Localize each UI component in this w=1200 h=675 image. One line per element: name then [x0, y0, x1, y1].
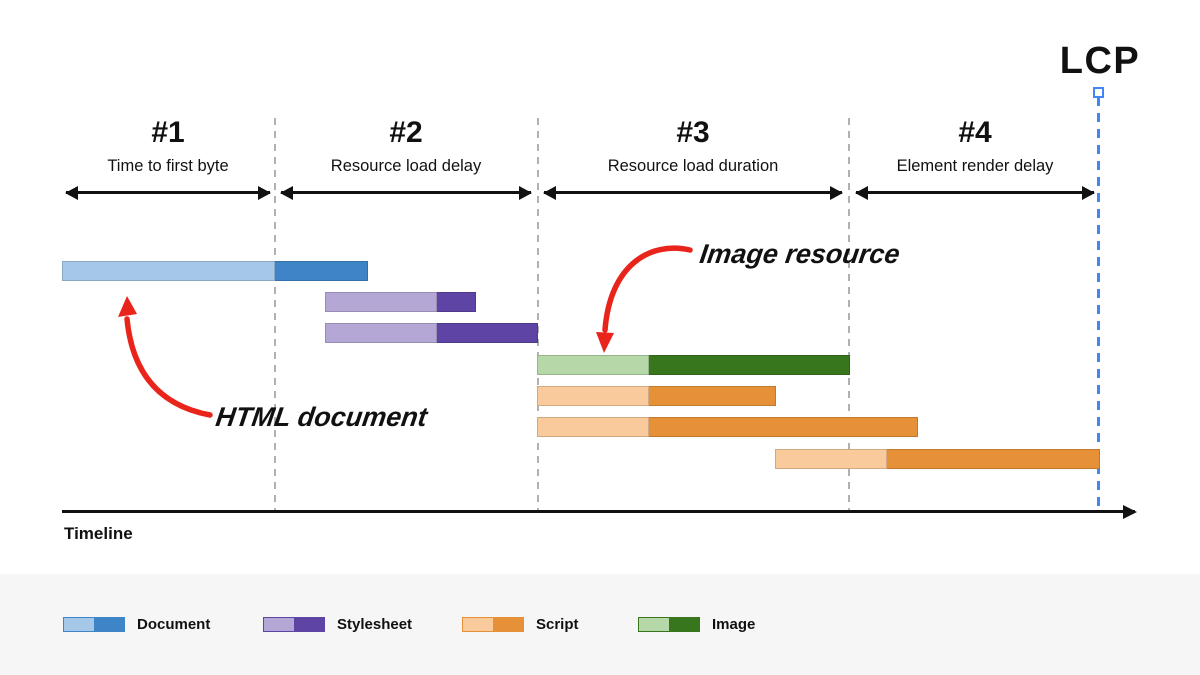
- stylesheet-swatch-icon: [263, 617, 325, 632]
- annotation-image-resource: Image resource: [697, 239, 902, 269]
- script-bar: [537, 386, 776, 406]
- legend-item-script: Script: [462, 616, 579, 633]
- phase-3-header: #3 Resource load duration: [543, 116, 843, 200]
- phase-4-span-arrow-icon: [855, 185, 1095, 200]
- legend-item-image: Image: [638, 616, 755, 633]
- legend-label-stylesheet: Stylesheet: [337, 616, 413, 633]
- phase-2-label: Resource load delay: [330, 157, 482, 175]
- legend-item-document: Document: [63, 616, 210, 633]
- annotation-html-document: HTML document: [213, 402, 430, 432]
- phase-2-span-arrow-icon: [280, 185, 532, 200]
- lcp-line: [1097, 97, 1100, 512]
- legend-band: [0, 574, 1200, 675]
- stylesheet-bar: [325, 323, 538, 343]
- lcp-title: LCP: [1059, 40, 1141, 82]
- phase-1-span-arrow-icon: [65, 185, 271, 200]
- document-swatch-icon: [63, 617, 125, 632]
- timeline-axis-label: Timeline: [64, 524, 133, 543]
- image-resource-arrow-icon: [596, 245, 693, 353]
- legend-label-script: Script: [536, 616, 579, 633]
- phase-4-header: #4 Element render delay: [855, 116, 1095, 200]
- legend-item-stylesheet: Stylesheet: [263, 616, 412, 633]
- phase-2-number: #2: [389, 116, 423, 149]
- phase-2-header: #2 Resource load delay: [280, 116, 532, 200]
- phase-1-label: Time to first byte: [107, 157, 229, 175]
- phase-divider-3: [848, 118, 850, 512]
- phase-4-label: Element render delay: [896, 157, 1054, 175]
- phase-3-label: Resource load duration: [607, 157, 779, 175]
- phase-3-span-arrow-icon: [543, 185, 843, 200]
- html-document-arrow-icon: [118, 296, 213, 418]
- phase-3-number: #3: [676, 116, 710, 149]
- timeline-axis-arrow-icon: [62, 504, 1137, 519]
- lcp-line-handle-icon: [1093, 87, 1104, 98]
- phase-4-number: #4: [958, 116, 992, 149]
- phase-1-number: #1: [151, 116, 185, 149]
- phase-divider-2: [537, 118, 539, 512]
- document-bar: [62, 261, 368, 281]
- script-bar: [775, 449, 1100, 469]
- image-swatch-icon: [638, 617, 700, 632]
- phase-1-header: #1 Time to first byte: [65, 116, 271, 200]
- image-bar: [537, 355, 850, 375]
- script-swatch-icon: [462, 617, 524, 632]
- script-bar: [537, 417, 918, 437]
- phase-divider-1: [274, 118, 276, 512]
- stylesheet-bar: [325, 292, 476, 312]
- legend-label-image: Image: [712, 616, 756, 633]
- legend-label-document: Document: [137, 616, 211, 633]
